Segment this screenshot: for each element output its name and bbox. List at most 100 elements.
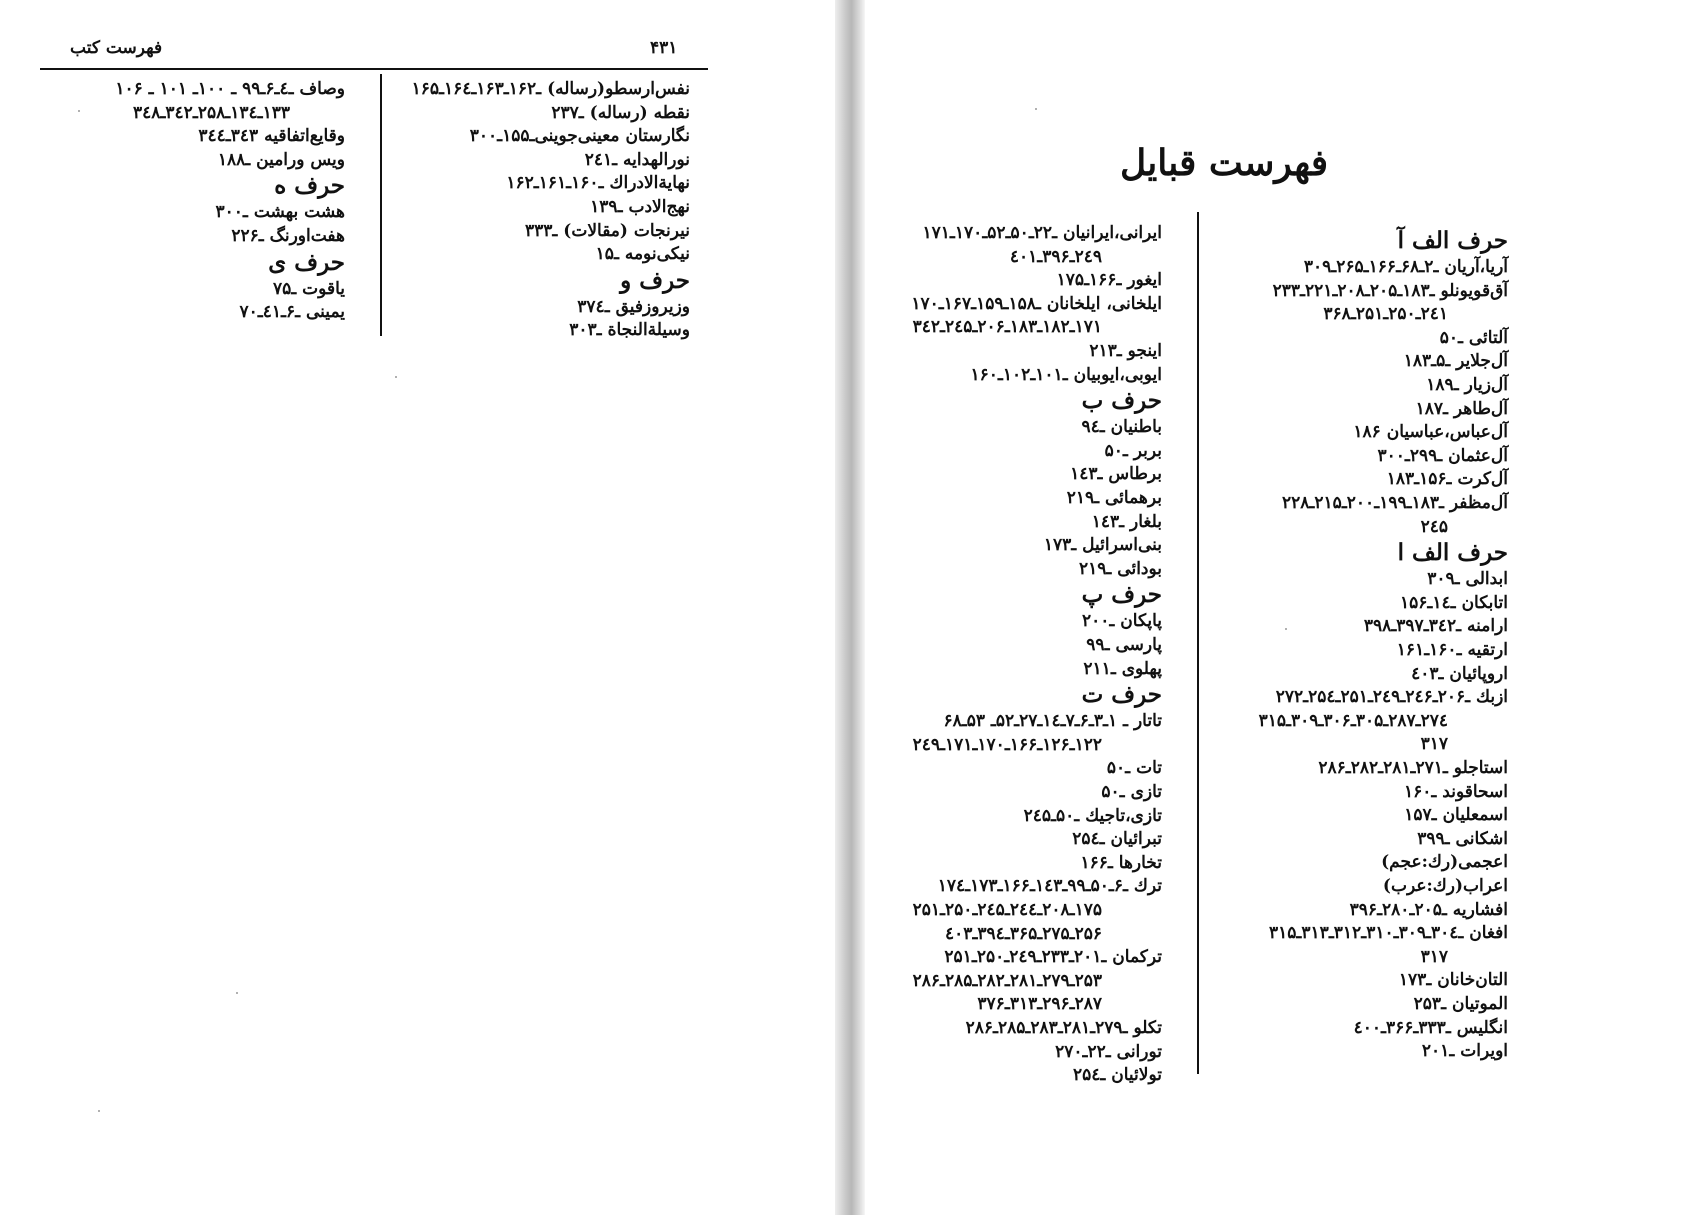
index-entry: اعجمی(رك:عجم) bbox=[1381, 852, 1508, 873]
index-entry: آلتائی ـ۵۰ bbox=[1439, 327, 1508, 348]
index-entry: آق‌قویونلو ـ۱۸۳ـ۲۰۵ـ۲۰۸ـ۲۲۱ـ۲۳۳ bbox=[1272, 280, 1508, 301]
index-entry: بلغار ـ۱٤۳ bbox=[1091, 511, 1162, 532]
index-entry: ۲۵۶ـ۲۷۵ـ۳۶۵ـ۳۹٤ـ٤۰۳ bbox=[945, 923, 1102, 944]
index-entry: آل‌عباس،عباسیان ۱۸۶ bbox=[1353, 422, 1508, 443]
index-entry: ۲۵۳ـ۲۷۹ـ۲۸۱ـ۲۸۲ـ۲۸۵ـ۲۸۶ bbox=[912, 970, 1102, 991]
index-entry: الموتیان ـ۲۵۳ bbox=[1413, 994, 1508, 1014]
index-entry: ابدالی ـ۳۰۹ bbox=[1427, 569, 1508, 590]
index-entry: وقایع‌اتفاقیه ۳٤۳ـ۳٤٤ bbox=[198, 126, 345, 147]
index-entry: آریا،آریان ـ۲ـ۶۸ـ۱۶۶ـ۲۶۵ـ۳۰۹ bbox=[1303, 257, 1508, 277]
index-entry: اویرات ـ۲۰۱ bbox=[1421, 1041, 1508, 1062]
index-entry: وزیروزفیق ـ۳۷٤ bbox=[577, 296, 690, 317]
index-entry: اسحاقوند ـ۱۶۰ bbox=[1404, 781, 1508, 802]
header-rule bbox=[40, 68, 708, 70]
index-entry: انگلیس ـ۳۳۳ـ۳۶۶ـ٤۰۰ bbox=[1353, 1017, 1508, 1038]
index-entry: بربر ـ۵۰ bbox=[1104, 440, 1162, 461]
letter-heading: حرف پ bbox=[1081, 581, 1162, 609]
index-entry: ۱۷۵ـ۲۰۸ـ۲٤٤ـ۲٤۵ـ۲۵۰ـ۲۵۱ bbox=[912, 900, 1102, 920]
index-entry: پارسی ـ۹۹ bbox=[1086, 635, 1162, 655]
column-divider bbox=[380, 74, 382, 336]
index-entry: اینجو ـ۲۱۳ bbox=[1089, 341, 1162, 361]
letter-heading: حرف و bbox=[620, 266, 690, 294]
index-entry: برطاس ـ۱٤۳ bbox=[1070, 464, 1162, 485]
letter-heading: حرف ت bbox=[1081, 681, 1162, 709]
index-entry: نیکی‌نومه ـ۱۵ bbox=[595, 244, 690, 265]
index-entry: ۳۱۷ bbox=[1420, 734, 1448, 755]
index-entry: ایوبی،ایوبیان ـ۱۰۱ـ۱۰۲ـ۱۶۰ bbox=[970, 364, 1162, 385]
index-entry: بودائی ـ۲۱۹ bbox=[1078, 558, 1162, 579]
column-divider bbox=[1197, 212, 1199, 1074]
index-entry: باطنیان ـ۹٤ bbox=[1081, 417, 1162, 438]
index-entry: ایلخانی، ایلخانان ـ۱۵۸ـ۱۵۹ـ۱۶۷ـ۱۷۰ bbox=[911, 293, 1162, 314]
index-entry: برهمائی ـ۲۱۹ bbox=[1066, 488, 1162, 508]
index-entry: یمینی ـ۶ـ٤۱ـ۷۰ bbox=[239, 302, 345, 323]
left-page: فهرست کتب ۴۳۱ نفس‌ارسطو(رساله) ـ۱۶۲ـ۱۶۳ـ… bbox=[0, 0, 835, 1215]
index-entry: تورانی ـ۲۲ـ۲۷۰ bbox=[1055, 1041, 1162, 1062]
index-entry: ایرانی،ایرانیان ـ۲۲ـ۵۰ـ۵۲ـ۱۷۰ـ۱۷۱ bbox=[922, 223, 1162, 243]
index-entry: هشت بهشت ـ۳۰۰ bbox=[215, 202, 345, 223]
index-entry: ترك ـ۶ـ۵۰ـ۹۹ـ۱٤۳ـ۱۶۶ـ۱۷۳ـ۱۷٤ bbox=[937, 876, 1162, 897]
index-entry: ارامنه ـ۳٤۲ـ۳۹۷ـ۳۹۸ bbox=[1363, 616, 1508, 637]
index-entry: افغان ـ۳۰٤ـ۳۰۹ـ۳۱۰ـ۳۱۲ـ۳۱۳ـ۳۱۵ bbox=[1269, 923, 1508, 944]
index-entry: ۲۸۷ـ۲۹۶ـ۳۱۳ـ۳۷۶ bbox=[977, 994, 1102, 1015]
index-entry: آل‌مظفر ـ۱۸۳ـ۱۹۹ـ۲۰۰ـ۲۱۵ـ۲۲۸ bbox=[1282, 493, 1508, 513]
index-entry: ۱۲۲ـ۱۲۶ـ۱۶۶ـ۱۷۰ـ۱۷۱ـ۲٤۹ bbox=[912, 734, 1102, 755]
index-entry: تاتار ـ ۱ـ۳ـ۶ـ۷ـ۱٤ـ۲۷ـ۵۲ـ ۵۳ـ۶۸ bbox=[943, 711, 1162, 732]
index-entry: ۲٤۹ـ۳۹۶ـ٤۰۱ bbox=[1009, 246, 1102, 267]
index-entry: افشاریه ـ۲۰۵ـ۲۸۰ـ۳۹۶ bbox=[1349, 899, 1508, 920]
index-entry: آل‌زیار ـ۱۸۹ bbox=[1426, 375, 1508, 395]
letter-heading: حرف الف آ bbox=[1397, 227, 1508, 254]
index-entry: اتابکان ـ۱٤ـ۱۵۶ bbox=[1400, 592, 1508, 613]
index-entry: آل‌طاهر ـ۱۸۷ bbox=[1415, 398, 1508, 419]
index-entry: نگارستان معینی‌جوینی‌ـ۱۵۵ـ۳۰۰ bbox=[469, 126, 690, 147]
index-entry: نیرنجات (مقالات) ـ۳۳۳ bbox=[524, 220, 690, 241]
index-entry: ایغور ـ۱۶۶ـ۱۷۵ bbox=[1056, 270, 1162, 291]
index-entry: اعراب(رك:عرب) bbox=[1382, 876, 1508, 896]
index-entry: پهلوی ـ۲۱۱ bbox=[1083, 658, 1162, 679]
index-entry: تازی ـ۵۰ bbox=[1101, 782, 1162, 802]
letter-heading: حرف ب bbox=[1081, 387, 1162, 415]
index-entry: هفت‌اورنگ ـ۲۲۶ bbox=[231, 226, 345, 246]
index-entry: وصاف ـ٤ـ۶ـ۹۹ ـ ۱۰۰ـ ۱۰۱ ـ ۱۰۶ bbox=[115, 79, 345, 99]
index-entry: آل‌جلایر ـ۵ـ۱۸۳ bbox=[1403, 351, 1508, 372]
index-entry: ۲۷٤ـ۲۸۷ـ۳۰۵ـ۳۰۶ـ۳۰۹ـ۳۱۵ bbox=[1258, 710, 1448, 731]
letter-heading: حرف ی bbox=[268, 248, 345, 276]
index-entry: ویس ورامین ـ۱۸۸ bbox=[217, 149, 345, 170]
running-title: فهرست کتب bbox=[70, 38, 163, 58]
letter-heading: حرف الف ا bbox=[1397, 539, 1508, 567]
index-entry: نفس‌ارسطو(رساله) ـ۱۶۲ـ۱۶۳ـ۱۶٤ـ۱۶۵ bbox=[411, 79, 690, 99]
index-entry: نورالهدایه ـ۲٤۱ bbox=[584, 149, 690, 170]
index-entry: ۲٤۱ـ۲۵۰ـ۲۵۱ـ۳۶۸ bbox=[1323, 304, 1448, 325]
index-entry: نقطه (رساله) ـ۲۳۷ bbox=[551, 102, 690, 123]
index-entry: ازبك ـ۲۰۶ـ۲٤۶ـ۲٤۹ـ۲۵۱ـ۲۵٤ـ۲۷۲ bbox=[1275, 687, 1508, 708]
index-entry: تکلو ـ۲۷۹ـ۲۸۱ـ۲۸۳ـ۲۸۵ـ۲۸۶ bbox=[965, 1018, 1162, 1038]
index-entry: یاقوت ـ۷۵ bbox=[273, 278, 345, 299]
index-entry: تولائیان ـ۲۵٤ bbox=[1072, 1065, 1162, 1086]
index-entry: ارتقیه ـ۱۶۰ـ۱۶۱ bbox=[1396, 640, 1508, 660]
index-entry: بنی‌اسرائیل ـ۱۷۳ bbox=[1043, 535, 1162, 556]
index-entry: تازی،تاجیك ـ۵۰ـ۲٤۵ bbox=[1023, 805, 1162, 826]
index-entry: اشکانی ـ۳۹۹ bbox=[1417, 828, 1508, 849]
index-entry: تات ـ۵۰ bbox=[1106, 758, 1162, 779]
index-entry: استاجلو ـ۲۷۱ـ۲۸۱ـ۲۸۲ـ۲۸۶ bbox=[1318, 758, 1508, 778]
index-entry: پاپکان ـ۲۰۰ bbox=[1082, 611, 1162, 632]
index-entry: ۳۱۷ bbox=[1420, 946, 1448, 967]
index-entry: تبرائیان ـ۲۵٤ bbox=[1072, 829, 1162, 850]
index-entry: آل‌عثمان ـ۲۹۹ـ۳۰۰ bbox=[1377, 445, 1508, 466]
index-entry: ۱۳۳ـ۱۳٤ـ۲۵۸ـ۳٤۲ـ۳٤۸ bbox=[133, 102, 290, 123]
index-entry: آل‌کرت ـ۱۵۶ـ۱۸۳ bbox=[1386, 469, 1508, 490]
index-entry: ۲٤۵ bbox=[1420, 516, 1448, 537]
index-entry: اروپائیان ـ٤۰۳ bbox=[1411, 663, 1508, 684]
index-entry: تخارها ـ۱۶۶ bbox=[1080, 852, 1162, 873]
book-gutter bbox=[835, 0, 865, 1215]
letter-heading: حرف ه bbox=[274, 172, 345, 200]
page-number: ۴۳۱ bbox=[650, 38, 678, 58]
index-entry: نهج‌الادب ـ۱۳۹ bbox=[590, 197, 690, 217]
index-entry: اسمعلیان ـ۱۵۷ bbox=[1404, 805, 1508, 826]
index-entry: ۱۷۱ـ۱۸۲ـ۱۸۳ـ۲۰۶ـ۲٤۵ـ۳٤۲ bbox=[912, 317, 1102, 338]
index-entry: نهایةالادراك ـ۱۶۰ـ۱۶۱ـ۱۶۲ bbox=[506, 173, 690, 194]
index-entry: التان‌خانان ـ۱۷۳ bbox=[1398, 970, 1508, 991]
index-entry: وسیلةالنجاة ـ۳۰۳ bbox=[569, 320, 690, 341]
index-entry: ترکمان ـ۲۰۱ـ۲۳۳ـ۲٤۹ـ۲۵۰ـ۲۵۱ bbox=[944, 947, 1162, 968]
